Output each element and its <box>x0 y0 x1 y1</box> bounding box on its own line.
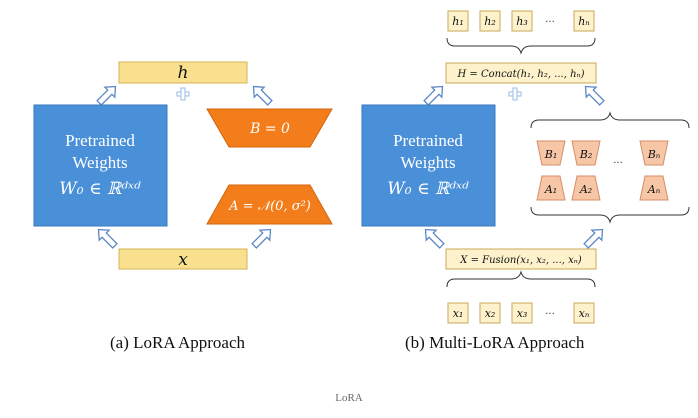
b-matrices-row: B₁ B₂ ··· Bₙ <box>536 140 669 169</box>
a-matrix-trapezoid <box>639 175 669 201</box>
output-box <box>573 10 595 32</box>
b-matrix-label: B₂ <box>579 148 593 161</box>
arrow-up-left-icon <box>92 223 121 252</box>
output-box <box>447 10 469 32</box>
a-matrix-label: A = 𝒩(0, σ²) <box>228 199 311 214</box>
concat-box <box>445 62 597 84</box>
b-matrix-trapezoid <box>639 140 669 166</box>
input-x-box <box>118 248 248 270</box>
a-matrices-row: A₁ A₂ Aₙ <box>536 175 669 201</box>
weights-line1: Pretrained <box>65 131 135 150</box>
weights-line3: W₀ ∈ ℝᵈˣᵈ <box>59 179 141 199</box>
input-box <box>511 302 533 324</box>
output-box <box>511 10 533 32</box>
b-matrix-trapezoid <box>571 140 601 166</box>
arrow-up-right-icon <box>420 80 449 109</box>
input-box <box>573 302 595 324</box>
input-x-label: x <box>178 250 188 270</box>
a-matrix-trapezoid <box>536 175 566 201</box>
input-box <box>447 302 469 324</box>
pretrained-weights-box <box>361 104 496 227</box>
figure-caption: LoRA <box>335 392 363 404</box>
weights-line3: W₀ ∈ ℝᵈˣᵈ <box>387 179 469 199</box>
plus-icon <box>508 87 522 101</box>
input-label: x₃ <box>517 307 528 320</box>
b-matrix-label: Bₙ <box>647 148 661 161</box>
a-matrix-label: Aₙ <box>647 183 660 196</box>
arrow-up-right-icon <box>248 223 277 252</box>
output-label: h₃ <box>516 15 528 28</box>
concat-label: H = Concat(h₁, h₂, ..., hₙ) <box>457 69 585 80</box>
weights-line1: Pretrained <box>393 131 463 150</box>
lora-approach: h Pretrained Weights W₀ ∈ ℝᵈˣᵈ B = 0 A =… <box>33 61 333 270</box>
modules-bottom-brace <box>530 206 690 224</box>
weights-line2: Weights <box>72 153 127 172</box>
output-label: h₂ <box>484 15 496 28</box>
inputs-row: x₁ x₂ x₃ ··· xₙ <box>447 302 595 324</box>
fusion-label: X = Fusion(x₁, x₂, ..., xₙ) <box>459 255 582 266</box>
output-box <box>479 10 501 32</box>
a-matrix-trapezoid <box>571 175 601 201</box>
b-matrix-trapezoid <box>536 140 566 166</box>
output-ellipsis: ··· <box>545 17 555 28</box>
lora-caption: (a) LoRA Approach <box>110 333 246 352</box>
outputs-row: h₁ h₂ h₃ ··· hₙ <box>447 10 595 32</box>
fusion-box <box>445 248 597 270</box>
modules-ellipsis: ··· <box>613 158 623 169</box>
arrow-up-left-icon <box>247 80 276 109</box>
inputs-brace <box>446 270 596 288</box>
arrow-up-right-icon <box>93 80 122 109</box>
plus-icon <box>176 87 190 101</box>
arrow-up-left-icon <box>579 80 608 109</box>
multi-lora-approach: h₁ h₂ h₃ ··· hₙ H = Concat(h₁, h₂, ..., … <box>361 10 690 324</box>
output-h-label: h <box>178 63 189 83</box>
a-matrix-label: A₁ <box>544 183 557 196</box>
output-h-box <box>118 61 248 84</box>
b-matrix-label: B = 0 <box>249 121 290 137</box>
input-label: xₙ <box>579 307 590 320</box>
b-matrix-label: B₁ <box>544 148 558 161</box>
weights-line2: Weights <box>400 153 455 172</box>
input-box <box>479 302 501 324</box>
multi-lora-caption: (b) Multi-LoRA Approach <box>405 333 585 352</box>
b-matrix-trapezoid <box>206 108 333 148</box>
input-label: x₂ <box>485 307 496 320</box>
input-label: x₁ <box>453 307 464 320</box>
a-matrix-label: A₂ <box>579 183 592 196</box>
output-label: h₁ <box>452 15 464 28</box>
arrow-up-right-icon <box>580 223 609 252</box>
modules-top-brace <box>530 111 690 129</box>
pretrained-weights-box <box>33 104 168 227</box>
output-label: hₙ <box>578 15 590 28</box>
arrow-up-left-icon <box>419 223 448 252</box>
outputs-brace <box>446 37 596 55</box>
input-ellipsis: ··· <box>545 309 555 320</box>
a-matrix-trapezoid <box>206 184 333 225</box>
